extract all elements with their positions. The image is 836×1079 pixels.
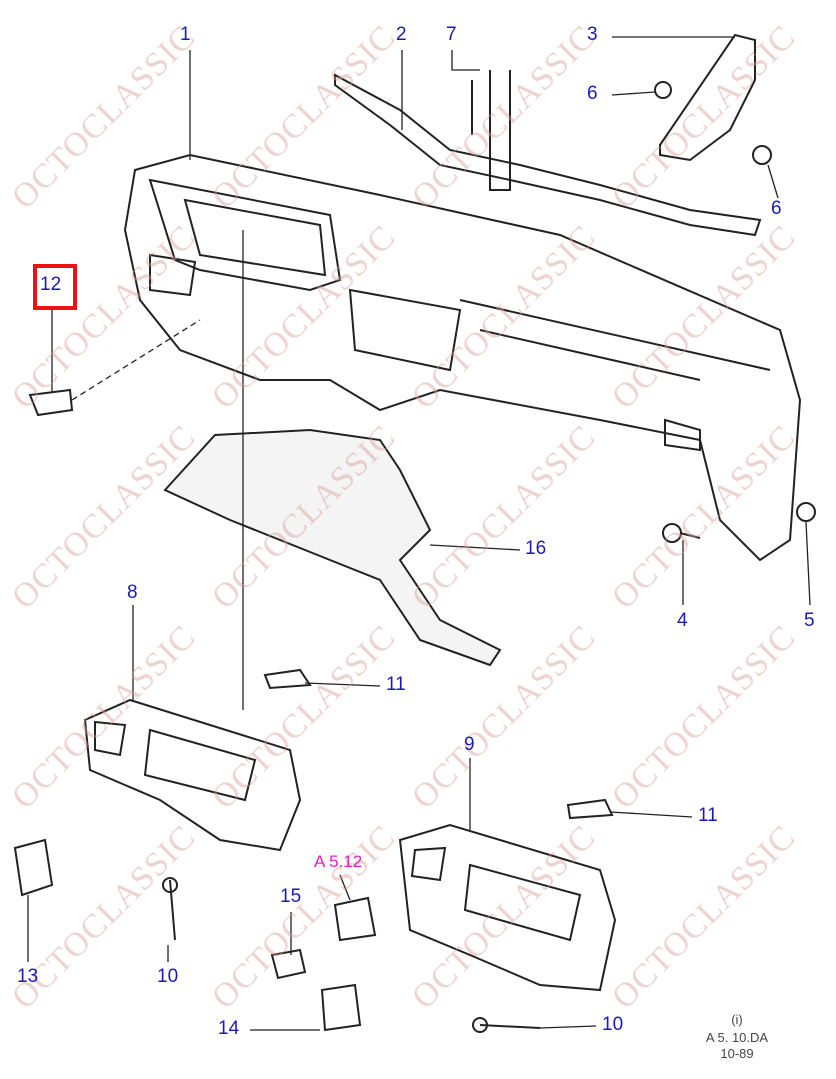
callout-8[interactable]: 8 (127, 582, 138, 603)
callout-13[interactable]: 13 (17, 966, 39, 987)
callout-10[interactable]: 10 (157, 966, 179, 987)
callout-10[interactable]: 10 (602, 1014, 624, 1035)
callout-5[interactable]: 5 (804, 610, 815, 631)
callout-11[interactable]: 11 (386, 674, 406, 695)
callout-15[interactable]: 15 (280, 886, 302, 907)
callout-2[interactable]: 2 (396, 24, 407, 45)
bezel-8 (83, 698, 302, 852)
switch-14 (320, 983, 362, 1032)
reference-link[interactable]: A 5.12 (314, 852, 363, 871)
switch-15 (270, 948, 307, 980)
cover-a512 (333, 896, 377, 942)
highlight-box (33, 264, 77, 310)
clip-12 (28, 388, 74, 417)
screw-10a (169, 879, 176, 941)
callout-1[interactable]: 1 (180, 24, 191, 45)
insulator (163, 428, 502, 667)
screw-10b (479, 1024, 541, 1029)
callout-12[interactable]: 12 (40, 274, 62, 295)
callout-9[interactable]: 9 (464, 734, 475, 755)
support-bar (334, 73, 762, 237)
callout-11[interactable]: 11 (698, 805, 718, 826)
callout-14[interactable]: 14 (218, 1018, 240, 1039)
footer-date: 10-89 (720, 1046, 754, 1061)
callout-7[interactable]: 7 (446, 24, 457, 45)
bezel-9 (398, 823, 617, 992)
callout-4[interactable]: 4 (677, 610, 688, 631)
callout-16[interactable]: 16 (525, 538, 547, 559)
callout-6[interactable]: 6 (587, 83, 598, 104)
switch-13 (13, 838, 54, 897)
callout-6[interactable]: 6 (771, 198, 782, 219)
footer-symbol: (i) (731, 1012, 743, 1027)
bracket (659, 33, 756, 162)
callout-3[interactable]: 3 (587, 24, 598, 45)
footer-code: A 5. 10.DA (705, 1030, 769, 1045)
